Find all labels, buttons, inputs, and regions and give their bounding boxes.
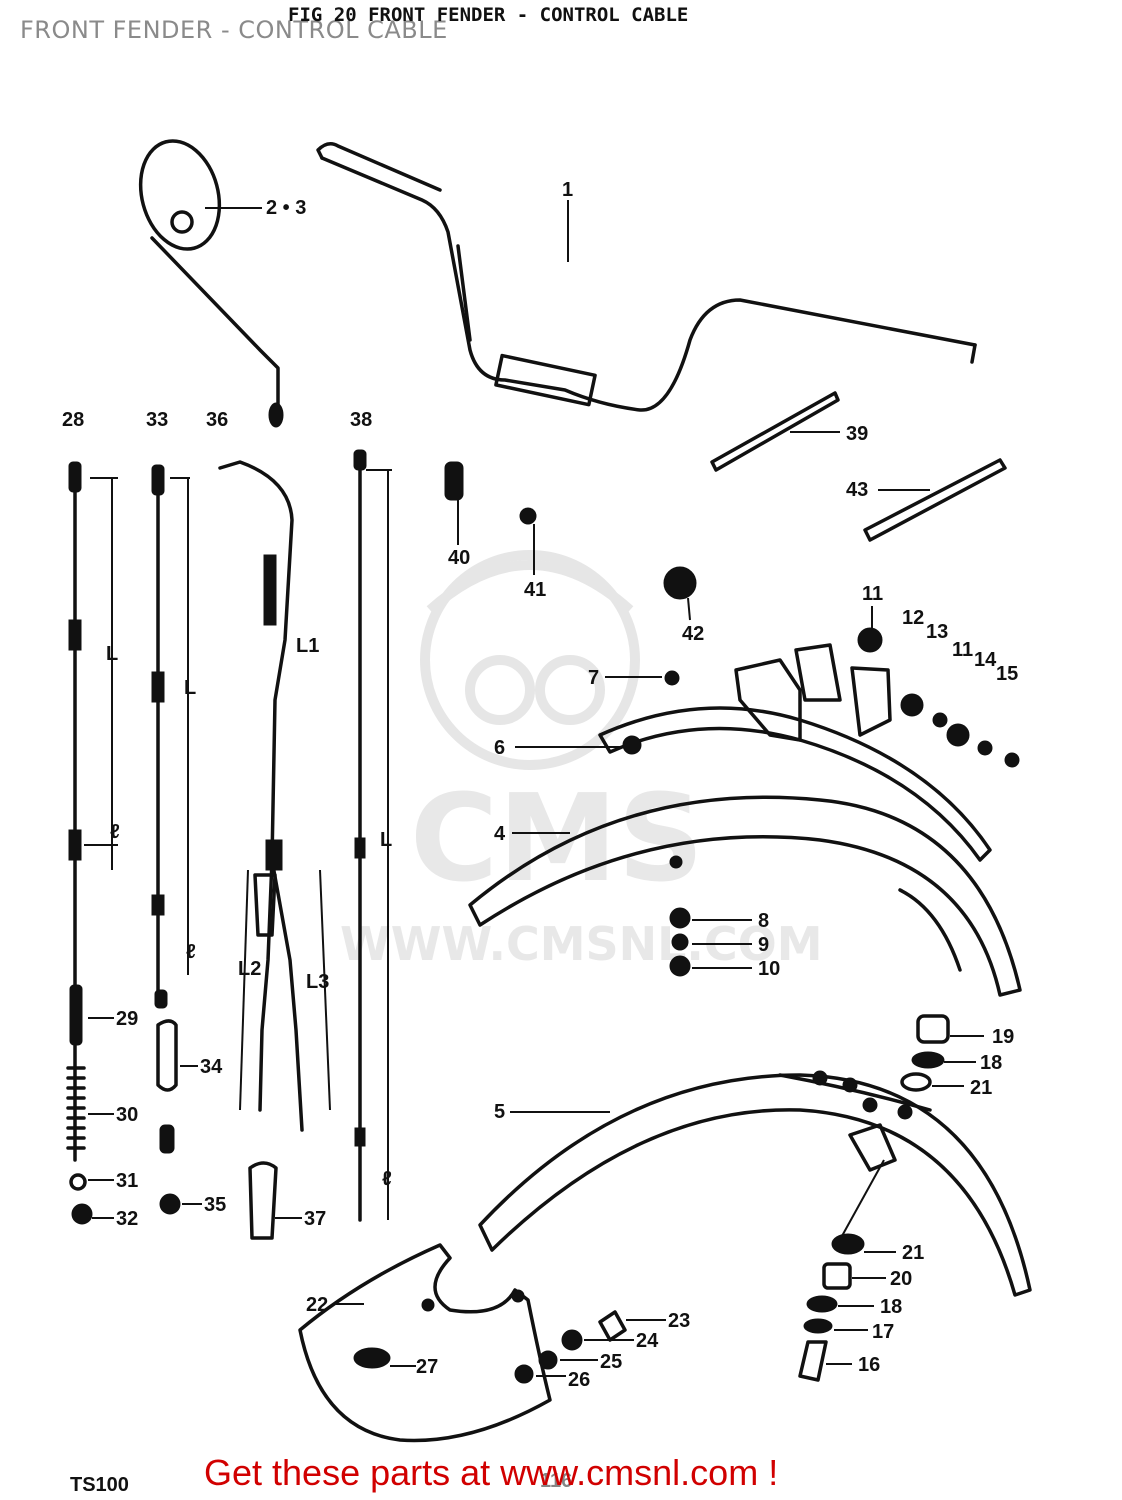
clutch-cable — [66, 461, 93, 1225]
callout-14: 14 — [974, 649, 997, 671]
callout-12: 12 — [902, 607, 924, 629]
callout-9: 9 — [758, 934, 769, 956]
callout-16: 16 — [858, 1354, 880, 1376]
callout-21a: 21 — [970, 1077, 992, 1099]
callout-4: 4 — [494, 823, 506, 845]
callout-42: 42 — [682, 623, 704, 645]
model-label: TS100 — [70, 1474, 129, 1496]
callout-20: 20 — [890, 1268, 912, 1290]
split-throttle-cable — [218, 460, 331, 1240]
callout-37: 37 — [304, 1208, 326, 1230]
watermark: CMS WWW.CMSNL.COM — [340, 550, 823, 971]
svg-text:CMS: CMS — [410, 770, 704, 909]
mirror — [138, 139, 284, 428]
callout-39: 39 — [846, 423, 868, 445]
callout-15: 15 — [996, 663, 1018, 685]
callout-28: 28 — [62, 409, 84, 431]
dim-L2-36: L2 — [238, 958, 261, 980]
callout-30: 30 — [116, 1104, 138, 1126]
callout-27: 27 — [416, 1356, 438, 1378]
front-fender-lower — [478, 1014, 1032, 1382]
handlebar — [316, 142, 977, 412]
dim-l-33: ℓ — [186, 941, 196, 963]
dim-L3-36: L3 — [306, 971, 329, 993]
dim-L-38: L — [380, 829, 392, 851]
callout-10: 10 — [758, 958, 780, 980]
callout-32: 32 — [116, 1208, 138, 1230]
callout-26: 26 — [568, 1369, 590, 1391]
callout-35: 35 — [204, 1194, 226, 1216]
dim-L1-36: L1 — [296, 635, 319, 657]
callout-17: 17 — [872, 1321, 894, 1343]
dim-L-33: L — [184, 677, 196, 699]
figure-header: FIG 20 FRONT FENDER - CONTROL CABLE — [288, 4, 689, 26]
callout-38: 38 — [350, 409, 372, 431]
callout-1: 1 — [562, 179, 573, 201]
callout-18a: 18 — [980, 1052, 1002, 1074]
callout-13: 13 — [926, 621, 948, 643]
dim-l-38: ℓ — [382, 1168, 392, 1190]
promo-link[interactable]: Get these parts at www.cmsnl.com ! — [204, 1452, 779, 1493]
callout-31: 31 — [116, 1170, 138, 1192]
callout-25: 25 — [600, 1351, 622, 1373]
front-fender-upper — [468, 627, 1022, 997]
callout-33: 33 — [146, 409, 168, 431]
callout-41: 41 — [524, 579, 546, 601]
callout-8: 8 — [758, 910, 769, 932]
dim-L-28: L — [106, 643, 118, 665]
mud-flap — [298, 1243, 627, 1443]
callout-19: 19 — [992, 1026, 1014, 1048]
callout-18b: 18 — [880, 1296, 902, 1318]
callout-22: 22 — [306, 1294, 328, 1316]
callout-11a: 11 — [862, 583, 883, 605]
callout-23: 23 — [668, 1310, 690, 1332]
callout-11b: 11 — [952, 639, 973, 661]
callout-2-3: 2 • 3 — [266, 197, 306, 219]
callout-40: 40 — [448, 547, 470, 569]
dim-l-28: ℓ — [110, 821, 120, 843]
callout-36: 36 — [206, 409, 228, 431]
overlay-title: FRONT FENDER - CONTROL CABLE — [20, 16, 448, 44]
small-parts-upper — [444, 391, 1007, 600]
callout-43: 43 — [846, 479, 868, 501]
throttle-cable — [151, 464, 181, 1215]
brake-cable — [353, 449, 367, 1222]
page-number: 116 — [540, 1470, 573, 1492]
callout-24: 24 — [636, 1330, 659, 1352]
callout-7: 7 — [588, 667, 599, 689]
callout-34: 34 — [200, 1056, 223, 1078]
callout-21b: 21 — [902, 1242, 924, 1264]
callout-29: 29 — [116, 1008, 138, 1030]
callout-6: 6 — [494, 737, 505, 759]
callout-5: 5 — [494, 1101, 505, 1123]
